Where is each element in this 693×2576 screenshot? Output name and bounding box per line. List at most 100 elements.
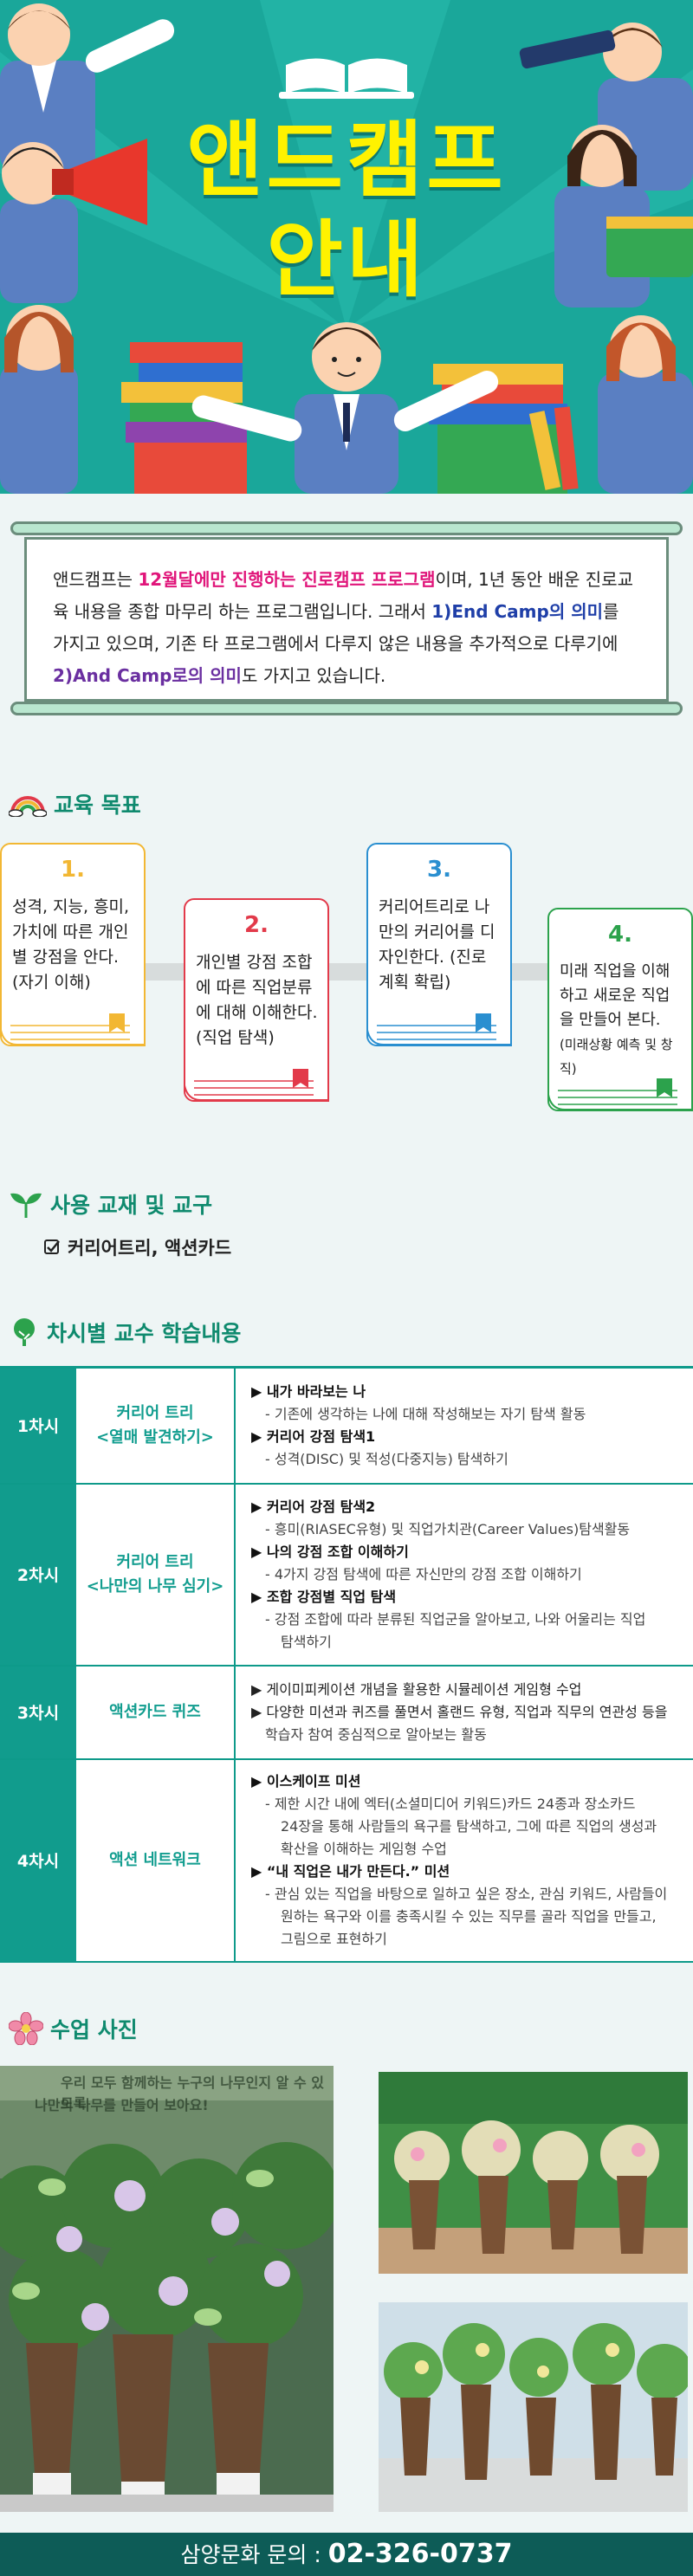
session-cell: 2차시 — [0, 1483, 76, 1667]
photo-caption-top: 우리 모두 함께하는 누구의 나무인지 알 수 있도록 — [61, 2074, 324, 2112]
desc-line: - 제한 시간 내에 엑터(소셜미디어 키워드)카드 24종과 장소카드 — [265, 1795, 636, 1812]
intro-highlight-3: 2)And Camp로의 의미 — [53, 665, 242, 686]
table-row: 3차시 액션카드 퀴즈 ▶ 게이미피케이션 개념을 활용한 시뮬레이션 게임형 … — [0, 1665, 693, 1760]
goal-number: 2. — [244, 912, 269, 938]
hero-title-line1: 앤드캠프 — [186, 112, 507, 209]
goal-text: 미래 직업을 이해하고 새로운 직업을 만들어 본다. (미래상황 예측 및 창직… — [560, 960, 683, 1081]
desc-line: - 흥미(RIASEC유형) 및 직업가치관(Career Values)탐색활… — [265, 1520, 631, 1537]
intro-scroll-top-rail — [10, 521, 683, 535]
desc-line: 확산을 이해하는 게임형 수업 — [281, 1840, 447, 1857]
table-row: 2차시 커리어 트리 <나만의 나무 심기> ▶ 커리어 강점 탐색2 - 흥미(… — [0, 1483, 693, 1667]
tree-craft-illustration — [379, 2072, 688, 2274]
open-book-icon — [279, 58, 414, 99]
class-photo-top-right — [379, 2072, 688, 2274]
session-subtitle: <나만의 나무 심기> — [86, 1576, 224, 1595]
desc-line: ▶ “내 직업은 내가 만든다.” 미션 — [251, 1862, 450, 1880]
goal-number: 4. — [608, 922, 632, 948]
goal-text-note: (미래상황 예측 및 창직) — [560, 1037, 673, 1077]
book-stack — [121, 342, 579, 494]
bookmark-icon — [476, 1013, 491, 1032]
intro-box: 앤드캠프는 12월달에만 진행하는 진로캠프 프로그램이며, 1년 동안 배운 … — [24, 537, 669, 702]
desc-line: ▶ 이스케이프 미션 — [251, 1772, 361, 1790]
sprout-icon — [10, 1193, 42, 1218]
session-cell: 1차시 — [0, 1366, 76, 1485]
tree-icon — [14, 1318, 35, 1346]
desc-line: ▶ 조합 강점별 직업 탐색 — [251, 1588, 397, 1605]
desc-line: 그림으로 표현하기 — [281, 1930, 387, 1947]
desc-line: ▶ 커리어 강점 탐색2 — [251, 1498, 376, 1515]
hero-banner: 앤드캠프 안내 — [0, 0, 693, 494]
book-page-decoration — [547, 1078, 693, 1110]
book-page-decoration — [366, 1013, 512, 1045]
student-bottom-right — [598, 315, 693, 494]
goals-connector-line — [0, 963, 693, 981]
goal-text: 성격, 지능, 흥미, 가치에 따른 개인별 강점을 안다.(자기 이해) — [12, 897, 130, 992]
desc-line: - 4가지 강점 탐색에 따른 자신만의 강점 조합 이해하기 — [265, 1565, 582, 1582]
session-desc-cell: ▶ 이스케이프 미션 - 제한 시간 내에 엑터(소셜미디어 키워드)카드 24… — [235, 1758, 693, 1963]
intro-scroll-bottom-rail — [10, 702, 683, 715]
desc-line: 학습자 참여 중심적으로 알아보는 활동 — [265, 1725, 487, 1743]
session-desc-cell: ▶ 게이미피케이션 개념을 활용한 시뮬레이션 게임형 수업 ▶ 다양한 미션과… — [235, 1665, 693, 1760]
goal-card-4: 4. 미래 직업을 이해하고 새로운 직업을 만들어 본다. (미래상황 예측 및… — [547, 908, 693, 1111]
session-subtitle: <열매 발견하기> — [96, 1427, 214, 1447]
materials-title-text: 사용 교재 및 교구 — [50, 1193, 213, 1218]
intro-text-4: 도 가지고 있습니다. — [241, 665, 386, 686]
tree-craft-illustration — [0, 2066, 334, 2512]
goal-text: 개인별 강점 조합에 따른 직업분류에 대해 이해한다. (직업 탐색) — [196, 953, 318, 1047]
photo-caption-bottom: 나만의 나무를 만들어 보아요! — [35, 2097, 209, 2113]
checkbox-checked-icon — [44, 1239, 60, 1254]
desc-line: ▶ 내가 바라보는 나 — [251, 1382, 366, 1400]
session-cell: 4차시 — [0, 1758, 76, 1963]
goal-number: 1. — [61, 857, 85, 883]
book-page-decoration — [184, 1069, 329, 1101]
footer-label: 삼양문화 문의 : — [180, 2542, 328, 2567]
desc-line: - 기존에 생각하는 나에 대해 작성해보는 자기 탐색 활동 — [265, 1405, 586, 1422]
intro-text-2: 이며, 1년 동안 배운 진로교육 내용을 종합 마무리 하는 프로그램입니다.… — [53, 569, 633, 622]
goal-number: 3. — [427, 857, 451, 883]
desc-line: ▶ 게이미피케이션 개념을 활용한 시뮬레이션 게임형 수업 — [251, 1680, 582, 1698]
session-name: 커리어 트리 — [116, 1552, 194, 1571]
class-photo-bottom-right — [379, 2302, 688, 2512]
session-desc-cell: ▶ 커리어 강점 탐색2 - 흥미(RIASEC유형) 및 직업가치관(Care… — [235, 1483, 693, 1667]
book-page-decoration — [0, 1013, 146, 1045]
session-cell: 3차시 — [0, 1665, 76, 1760]
intro-highlight-2: 1)End Camp의 의미 — [431, 601, 603, 622]
desc-line: - 성격(DISC) 및 적성(다중지능) 탐색하기 — [265, 1450, 508, 1467]
session-name-cell: 액션카드 퀴즈 — [76, 1665, 236, 1760]
curriculum-title-text: 차시별 교수 학습내용 — [47, 1321, 242, 1346]
student-center — [191, 322, 499, 494]
session-name-cell: 액션 네트워크 — [76, 1758, 236, 1963]
bookmark-icon — [109, 1013, 125, 1032]
session-desc-cell: ▶ 내가 바라보는 나 - 기존에 생각하는 나에 대해 작성해보는 자기 탐색… — [235, 1366, 693, 1485]
intro-text-3: 를 가지고 있으며, 기존 타 프로그램에서 다루지 않은 내용을 추가적으로 … — [53, 601, 619, 654]
session-name-cell: 커리어 트리 <열매 발견하기> — [76, 1366, 236, 1485]
desc-line: - 관심 있는 직업을 바탕으로 일하고 싶은 장소, 관심 키워드, 사람들이 — [265, 1885, 668, 1902]
flower-icon — [9, 2012, 43, 2045]
curriculum-section-title: 차시별 교수 학습내용 — [9, 1317, 241, 1348]
goal-card-1: 1. 성격, 지능, 흥미, 가치에 따른 개인별 강점을 안다.(자기 이해) — [0, 843, 146, 1046]
goals-section-title: 교육 목표 — [9, 788, 141, 819]
desc-line: 24장을 통해 사람들의 욕구를 탐색하고, 그에 따른 직업의 생성과 — [281, 1817, 657, 1835]
footer-phone[interactable]: 02-326-0737 — [327, 2539, 513, 2569]
desc-line: - 강점 조합에 따라 분류된 직업군을 알아보고, 나와 어울리는 직업 — [265, 1610, 646, 1628]
table-row: 4차시 액션 네트워크 ▶ 이스케이프 미션 - 제한 시간 내에 엑터(소셜미… — [0, 1758, 693, 1963]
contact-footer: 삼양문화 문의 : 02-326-0737 — [0, 2533, 693, 2576]
hero-illustration — [0, 0, 693, 494]
student-megaphone — [0, 139, 147, 303]
goal-text-main: 미래 직업을 이해하고 새로운 직업을 만들어 본다. — [560, 962, 670, 1029]
materials-item: 커리어트리, 액션카드 — [43, 1234, 231, 1260]
bookmark-icon — [293, 1069, 308, 1088]
class-photo-large: 우리 모두 함께하는 누구의 나무인지 알 수 있도록 나만의 나무를 만들어 … — [0, 2066, 334, 2512]
bookmark-icon — [657, 1078, 672, 1097]
curriculum-table: 1차시 커리어 트리 <열매 발견하기> ▶ 내가 바라보는 나 - 기존에 생각… — [0, 1366, 693, 1963]
goal-card-3: 3. 커리어트리로 나만의 커리어를 디자인한다. (진로 계획 확립) — [366, 843, 512, 1046]
desc-line: ▶ 나의 강점 조합 이해하기 — [251, 1543, 409, 1560]
session-name-cell: 커리어 트리 <나만의 나무 심기> — [76, 1483, 236, 1667]
session-name: 액션카드 퀴즈 — [109, 1702, 201, 1721]
table-row: 1차시 커리어 트리 <열매 발견하기> ▶ 내가 바라보는 나 - 기존에 생각… — [0, 1366, 693, 1485]
session-name: 커리어 트리 — [116, 1403, 194, 1422]
materials-section-title: 사용 교재 및 교구 — [9, 1188, 212, 1220]
desc-line: 원하는 욕구와 이를 충족시킬 수 있는 직무를 골라 직업을 만들고, — [281, 1907, 657, 1925]
intro-highlight-1: 12월달에만 진행하는 진로캠프 프로그램 — [138, 569, 436, 590]
